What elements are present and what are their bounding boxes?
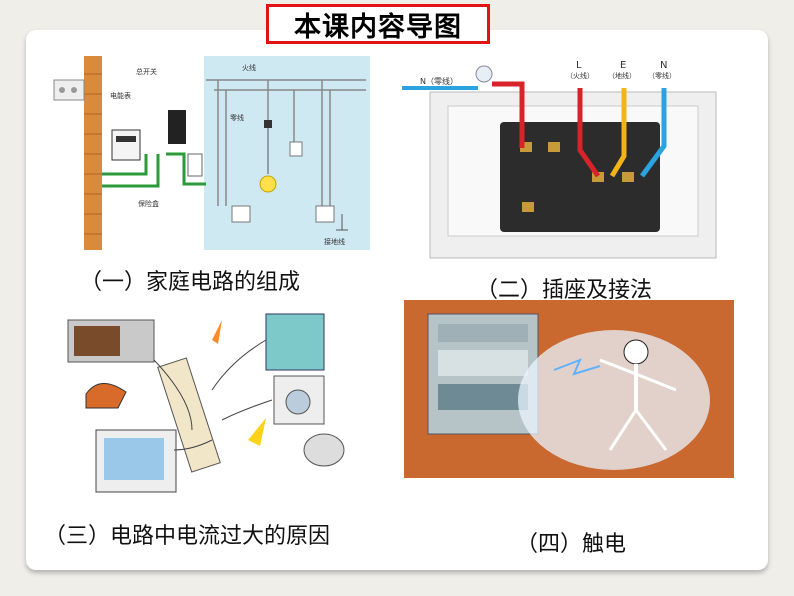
socket-n-label: N	[660, 60, 667, 71]
slide-title: 本课内容导图	[294, 11, 462, 43]
fuse-box-label: 保险盒	[138, 199, 159, 208]
socket-l-label: L	[576, 60, 582, 71]
socket-n-sub-label: （零线）	[648, 71, 676, 80]
socket-n-left-label: N（零线）	[420, 76, 458, 86]
caption-home-circuit: （一）家庭电路的组成	[80, 270, 301, 295]
caption-socket: （二）插座及接法	[476, 278, 653, 303]
caption-shock: （四）触电	[516, 532, 627, 557]
meter-label: 电能表	[110, 91, 131, 100]
ground-wire-label: 接地线	[324, 237, 345, 246]
live-wire-label: 火线	[242, 63, 256, 72]
socket-e-sub-label: （地线）	[608, 71, 636, 80]
caption-overload: （三）电路中电流过大的原因	[44, 524, 331, 549]
socket-l-sub-label: （火线）	[566, 71, 594, 80]
slide-title-box: 本课内容导图	[266, 4, 490, 44]
neutral-wire-label: 零线	[230, 113, 244, 122]
overload-cartoon	[67, 313, 345, 493]
home-circuit-diagram: 电能表 总开关 保险盒 火线 零线 接地线	[53, 56, 370, 250]
main-switch-label: 总开关	[136, 67, 157, 76]
socket-e-label: E	[620, 60, 626, 71]
socket-wiring-diagram: N（零线） L （火线） E （地线） N （零线）	[402, 60, 717, 259]
electric-shock-cartoon	[404, 300, 734, 478]
